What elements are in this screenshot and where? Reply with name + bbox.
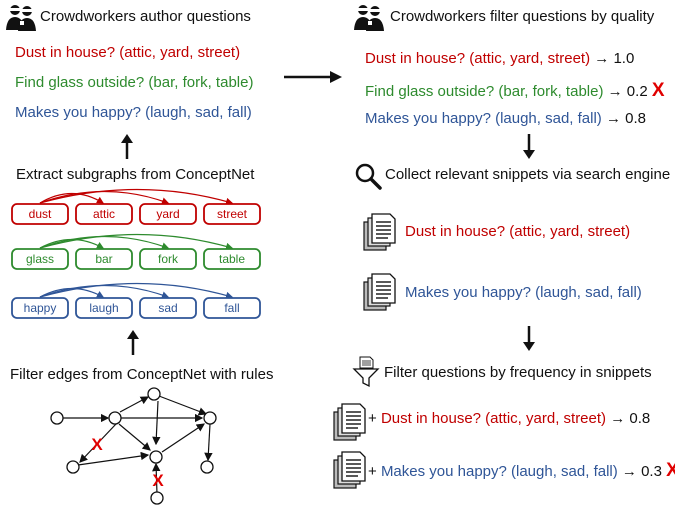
edge-arc [39,233,234,250]
edge-arc [39,235,170,250]
frequency-heading: Filter questions by frequency in snippet… [384,364,652,381]
snippet-question-2: Makes you happy? (laugh, sad, fall) [405,284,642,301]
node-box [139,248,197,270]
snippets-heading: Collect relevant snippets via search eng… [385,166,671,183]
edge-arc [39,193,105,204]
node-box [11,297,69,319]
node-yard: yard [156,207,179,221]
subgraph-panel: dust attic yard street glass bar fork ta… [11,188,261,319]
node-laugh: laugh [89,301,118,315]
edge-arc [39,190,170,205]
scored-question-2: Find glass outside? (bar, fork, table) →… [365,80,665,101]
node-table: table [219,252,245,266]
quality-heading: Crowdworkers filter questions by quality [390,8,655,25]
crowdworkers-icon [6,5,36,31]
node-box [11,248,69,270]
scored-question-1: Dust in house? (attic, yard, street) → 1… [365,50,635,67]
node-glass: glass [26,252,54,266]
node-dust: dust [29,207,52,221]
crowdworkers-icon [354,5,384,31]
node-box [203,248,261,270]
edge-arc [39,284,170,299]
graph-node [200,460,214,474]
document-stack-icon [333,451,366,489]
node-box [75,297,133,319]
final-question-1: + Dust in house? (attic, yard, street) →… [368,410,651,427]
filter-funnel-icon [352,356,380,388]
node-box [139,203,197,225]
graph-node [149,450,163,464]
graph-node [150,491,164,505]
node-box [203,297,261,319]
node-box [11,203,69,225]
snippet-question-1: Dust in house? (attic, yard, street) [405,223,631,240]
right-arrow [284,71,342,83]
node-box [75,203,133,225]
node-attic: attic [93,207,115,221]
node-street: street [217,207,248,221]
scored-question-3: Makes you happy? (laugh, sad, fall) → 0.… [365,110,647,127]
node-sad: sad [158,301,177,315]
edge-arc [39,188,234,205]
reject-mark: X [651,80,665,101]
reject-edge-mark: X [152,471,164,490]
graph-node [66,460,80,474]
down-arrow [523,134,535,159]
node-happy: happy [24,301,57,315]
authored-question-3: Makes you happy? (laugh, sad, fall) [15,104,252,121]
down-arrow [523,326,535,351]
node-fall: fall [224,301,239,315]
extract-heading: Extract subgraphs from ConceptNet [16,166,255,183]
node-box [203,203,261,225]
author-heading: Crowdworkers author questions [40,8,251,25]
up-arrow [121,134,133,159]
node-box [139,297,197,319]
graph-node [50,411,64,425]
edge-arc [39,282,234,299]
network-graph: X X [50,387,217,505]
node-box [75,248,133,270]
magnifier-icon [355,163,382,190]
graph-node [108,411,122,425]
document-stack-icon [363,273,396,311]
graph-node [203,411,217,425]
final-question-2: + Makes you happy? (laugh, sad, fall) → … [368,460,675,482]
document-stack-icon [363,213,396,251]
node-bar: bar [95,252,112,266]
node-fork: fork [158,252,179,266]
reject-mark: X [666,460,675,481]
authored-question-1: Dust in house? (attic, yard, street) [15,44,241,61]
authored-question-2: Find glass outside? (bar, fork, table) [15,74,254,91]
filter-edges-heading: Filter edges from ConceptNet with rules [10,366,274,383]
document-stack-icon [333,403,366,441]
reject-edge-mark: X [91,435,103,454]
up-arrow [127,330,139,355]
graph-node [147,387,161,401]
